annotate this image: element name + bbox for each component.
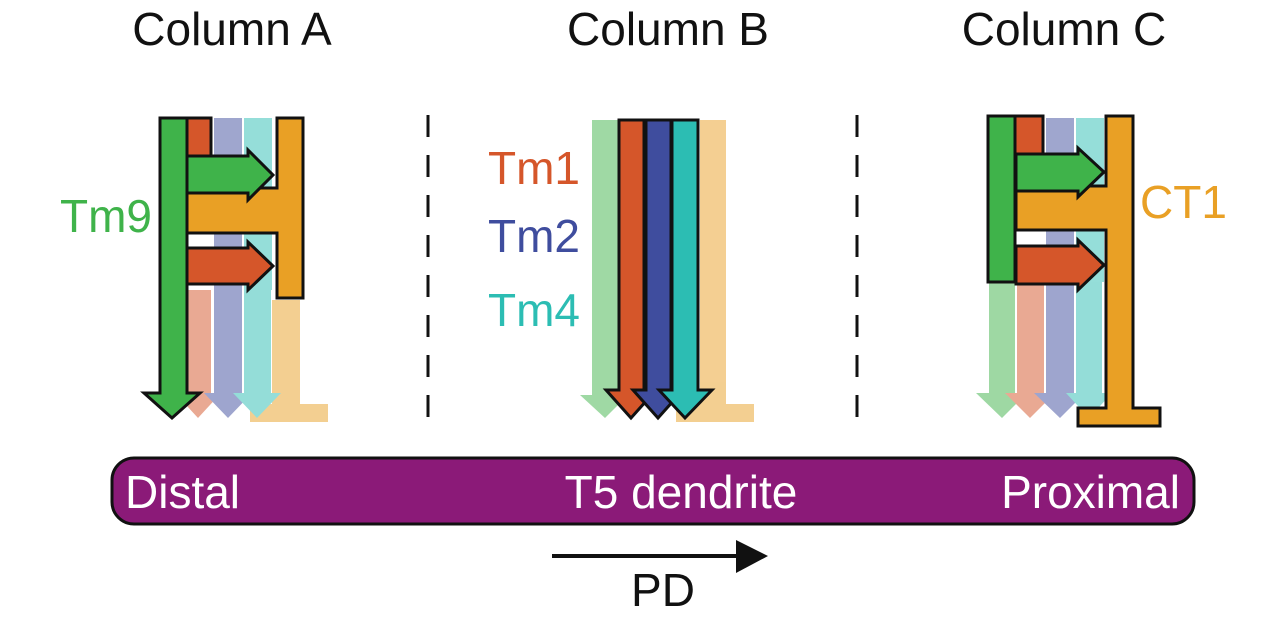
pd-label: PD	[631, 564, 695, 616]
column-a-title: Column A	[132, 3, 332, 55]
tm4-label: Tm4	[488, 284, 580, 336]
tm9-label: Tm9	[60, 190, 152, 242]
t5-dendrite-bar	[110, 456, 1196, 526]
tm1-label: Tm1	[488, 142, 580, 194]
column-c-title: Column C	[962, 3, 1167, 55]
ct1-label: CT1	[1140, 176, 1227, 228]
proximal-label: Proximal	[1001, 466, 1180, 518]
column-a-neurons	[140, 116, 328, 422]
distal-label: Distal	[125, 466, 240, 518]
pd-arrow-head-icon	[736, 540, 768, 573]
column-c-neurons	[976, 114, 1162, 428]
column-b-neurons	[580, 118, 754, 422]
column-b-title: Column B	[567, 3, 769, 55]
tm2-label: Tm2	[488, 210, 580, 262]
t5-dendrite-label: T5 dendrite	[565, 466, 798, 518]
